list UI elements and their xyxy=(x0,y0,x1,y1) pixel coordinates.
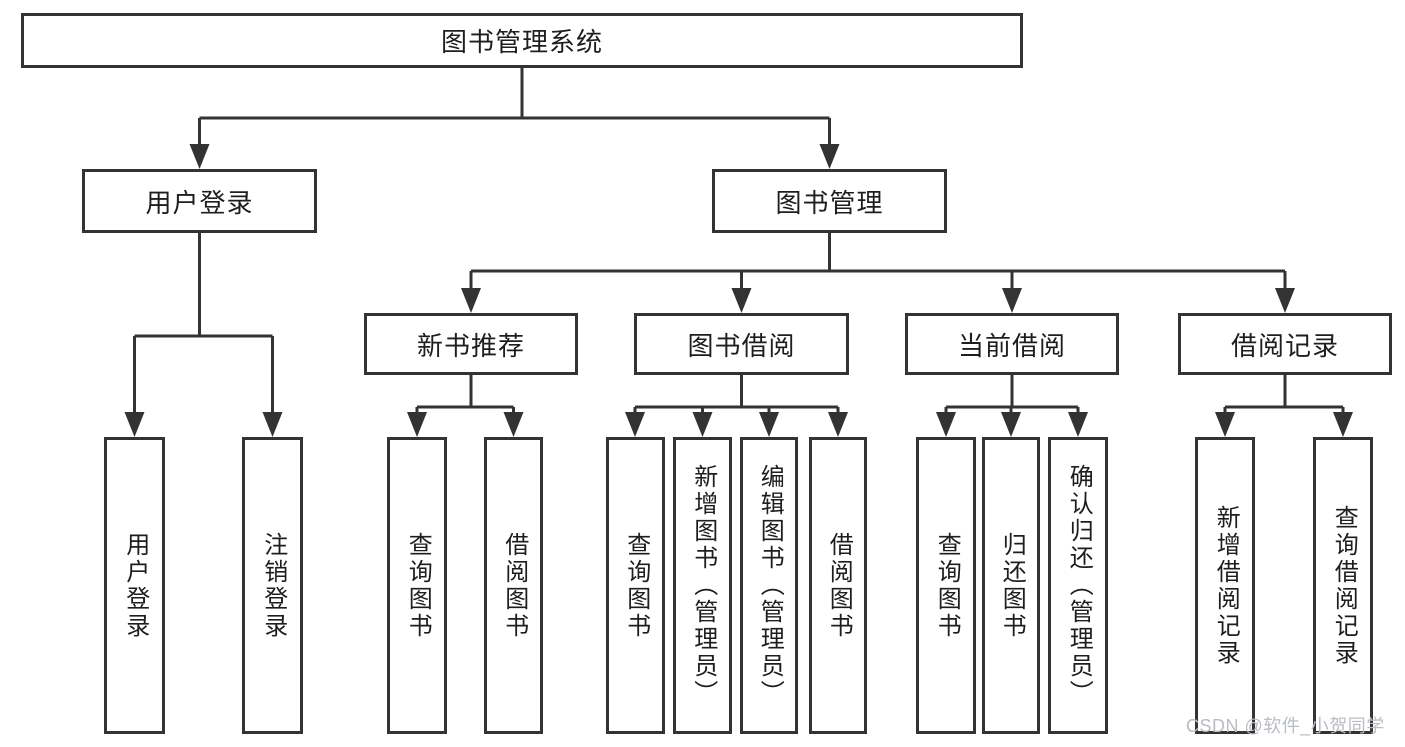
csdn-watermark: CSDN @软件_小贺同学 xyxy=(1186,716,1385,736)
node-current-borrow-label: 当前借阅 xyxy=(957,330,1066,361)
leaf-borrow-books-borrow-label: 借阅图书 xyxy=(825,531,853,640)
leaf-edit-book-admin: 编辑图书（管理员） xyxy=(740,437,798,734)
leaf-query-books-current-label: 查询图书 xyxy=(933,531,961,640)
leaf-confirm-return-admin-label: 确认归还（管理员） xyxy=(1065,464,1093,707)
leaf-logout-label: 注销登录 xyxy=(259,531,287,640)
leaf-user-login: 用户登录 xyxy=(104,437,165,734)
connector-borrow-records-children xyxy=(1215,375,1353,437)
leaf-return-book-label: 归还图书 xyxy=(998,531,1026,640)
node-book-borrow-label: 图书借阅 xyxy=(687,330,796,361)
connector-book-management-children xyxy=(461,233,1295,313)
connector-current-borrow-children xyxy=(936,375,1088,437)
node-root: 图书管理系统 xyxy=(21,13,1023,68)
node-book-management: 图书管理 xyxy=(712,169,947,233)
leaf-edit-book-admin-label: 编辑图书（管理员） xyxy=(756,464,784,707)
leaf-add-borrow-record: 新增借阅记录 xyxy=(1195,437,1255,734)
node-user-login: 用户登录 xyxy=(82,169,317,233)
leaf-return-book: 归还图书 xyxy=(982,437,1040,734)
node-root-label: 图书管理系统 xyxy=(440,27,603,57)
node-new-book-recommend: 新书推荐 xyxy=(364,313,578,375)
connector-root-to-level2 xyxy=(189,68,840,169)
leaf-add-book-admin-label: 新增图书（管理员） xyxy=(689,464,717,707)
node-borrow-records: 借阅记录 xyxy=(1178,313,1392,375)
node-new-book-recommend-label: 新书推荐 xyxy=(416,330,525,361)
node-current-borrow: 当前借阅 xyxy=(905,313,1119,375)
connector-book-borrow-children xyxy=(625,375,848,437)
leaf-logout: 注销登录 xyxy=(242,437,303,734)
leaf-query-books-current: 查询图书 xyxy=(916,437,976,734)
leaf-query-borrow-record: 查询借阅记录 xyxy=(1313,437,1373,734)
leaf-add-borrow-record-label: 新增借阅记录 xyxy=(1212,504,1240,667)
node-book-borrow: 图书借阅 xyxy=(634,313,849,375)
leaf-borrow-books-borrow: 借阅图书 xyxy=(809,437,867,734)
leaf-add-book-admin: 新增图书（管理员） xyxy=(673,437,732,734)
node-user-login-label: 用户登录 xyxy=(145,187,254,218)
leaf-query-books-borrow-label: 查询图书 xyxy=(622,531,650,640)
leaf-query-books-recommend-label: 查询图书 xyxy=(404,531,432,640)
leaf-borrow-books-recommend: 借阅图书 xyxy=(484,437,543,734)
node-borrow-records-label: 借阅记录 xyxy=(1230,330,1339,361)
node-book-management-label: 图书管理 xyxy=(775,187,884,218)
leaf-query-borrow-record-label: 查询借阅记录 xyxy=(1330,504,1358,667)
connector-new-book-recommend-children xyxy=(407,375,524,437)
leaf-borrow-books-recommend-label: 借阅图书 xyxy=(500,531,528,640)
connector-user-login-children xyxy=(124,233,283,437)
leaf-query-books-recommend: 查询图书 xyxy=(387,437,447,734)
leaf-query-books-borrow: 查询图书 xyxy=(606,437,665,734)
leaf-user-login-label: 用户登录 xyxy=(121,531,149,640)
leaf-confirm-return-admin: 确认归还（管理员） xyxy=(1048,437,1108,734)
